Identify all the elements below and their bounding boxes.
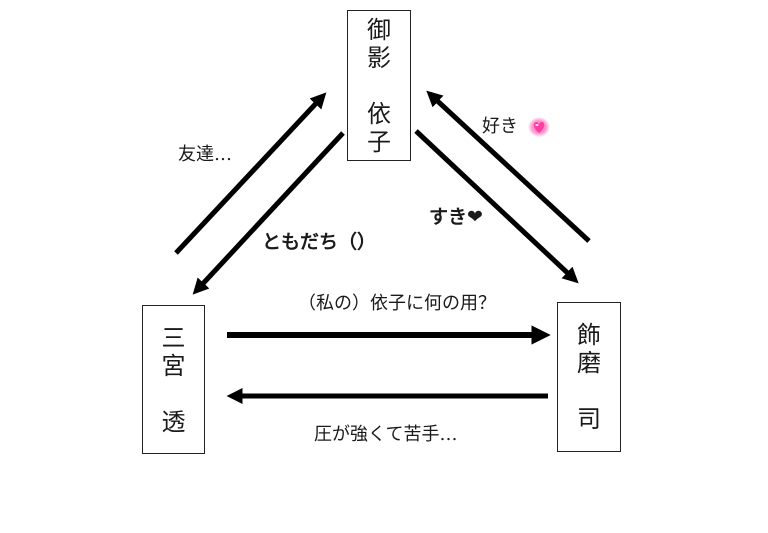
arrow-right-to-top [426, 90, 591, 243]
node-toru-char: 宮 [161, 351, 186, 380]
node-yoriko: 御 影 ​ 依 子 [347, 10, 411, 161]
node-tsukasa-char: 磨 [577, 349, 601, 377]
node-toru-char: 透 [161, 407, 186, 436]
edge-label-left-to-top: 友達… [178, 144, 232, 165]
node-yoriko-char: 子 [367, 127, 391, 156]
edge-label-top-to-left: ともだち（） [262, 231, 377, 253]
heart-icon [527, 117, 550, 137]
node-yoriko-char: 依 [367, 99, 391, 128]
node-tsukasa-char: 司 [577, 405, 601, 433]
node-toru-char: 三 [161, 323, 186, 352]
node-tsukasa-char: 飾 [577, 321, 601, 349]
edge-label-right-to-left: 圧が強くて苦手… [314, 424, 458, 445]
node-yoriko-char: 影 [367, 43, 391, 72]
arrow-top-to-left [192, 131, 345, 295]
node-yoriko-char: 御 [367, 15, 391, 44]
edge-label-right-to-top: 好き [482, 116, 550, 138]
node-toru: 三 宮 ​ 透 [142, 305, 205, 454]
node-tsukasa: 飾 磨 ​ 司 [557, 302, 621, 452]
edge-label-left-to-right: （私の）依子に何の用？ [298, 293, 496, 314]
edge-label-right-to-top-text: 好き [482, 116, 518, 137]
edge-label-top-to-right: すき❤ [429, 206, 483, 228]
arrow-left-to-top [174, 92, 327, 255]
arrow-top-to-right [414, 129, 579, 284]
